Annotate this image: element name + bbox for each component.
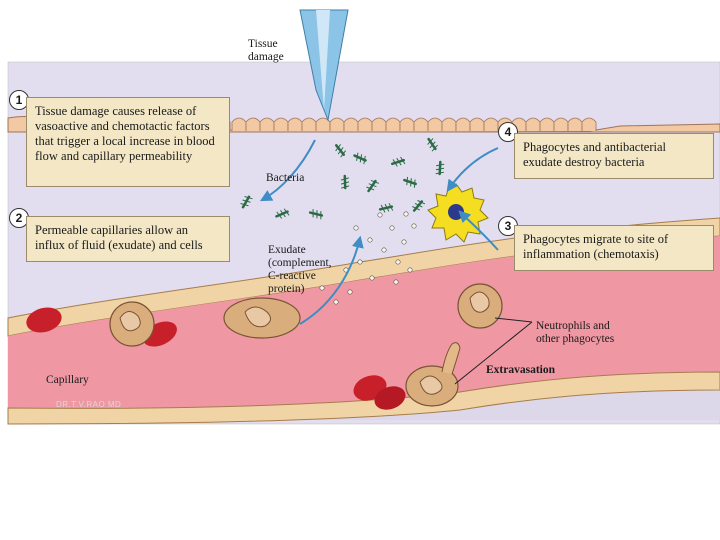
villus (287, 117, 303, 131)
epithelium-villi (231, 117, 597, 131)
phagocyte-cell (109, 301, 155, 347)
villus (455, 117, 471, 131)
villus (427, 117, 443, 131)
red-blood-cell (374, 386, 406, 410)
exudate-dot (353, 225, 359, 231)
villus (441, 117, 457, 131)
exudate-dot (395, 259, 401, 265)
bacterium-icon (366, 179, 379, 193)
vessel-lumen (8, 236, 720, 409)
arrow-chemotaxis (458, 210, 499, 251)
exudate-dot (411, 223, 417, 229)
footer-page: 8 (659, 400, 664, 409)
bacterium-icon (412, 199, 426, 212)
phagocyte-cell (223, 297, 301, 339)
villus (245, 117, 261, 131)
villus (525, 117, 541, 131)
exudate-dot (377, 212, 383, 218)
villus (567, 117, 583, 131)
bacterium-icon (427, 137, 438, 152)
villus (483, 117, 499, 131)
step-box-3: Phagocytes migrate to site of inflammati… (514, 225, 714, 271)
bacteria-cluster (240, 137, 445, 220)
phagocyte-cell (405, 342, 461, 407)
exudate-dot (319, 285, 325, 291)
label-capillary: Capillary (46, 374, 89, 386)
needle-icon (299, 9, 349, 122)
villus (553, 117, 569, 131)
exudate-dot (393, 279, 399, 285)
bacterium-icon (275, 208, 290, 219)
bacterium-icon (403, 176, 417, 188)
exudate-dot (357, 259, 363, 265)
villus (413, 117, 429, 131)
label-neutrophils: Neutrophils and other phagocytes (536, 320, 615, 345)
exudate-dot (333, 299, 339, 305)
arrow-destroy (446, 147, 499, 192)
villus (273, 117, 289, 131)
pointer-line (494, 317, 533, 323)
bacterium-icon (334, 144, 347, 158)
villus (329, 117, 345, 131)
step-number-4: 4 (498, 122, 518, 142)
pointer-line (454, 321, 533, 385)
bacterium-icon (353, 152, 367, 165)
tissue-phagocyte (457, 283, 503, 329)
label-bacteria: Bacteria (266, 172, 305, 184)
bacterium-icon (308, 209, 324, 220)
bacterium-icon (435, 160, 445, 176)
exudate-particles (319, 211, 417, 305)
vessel-wall-lower (7, 371, 720, 425)
villus (343, 117, 359, 131)
footer-author: DR.T.V.RAO MD (56, 400, 122, 409)
villus (259, 117, 275, 131)
arrow-bacteria (259, 139, 316, 202)
villus (539, 117, 555, 131)
bacterium-icon (391, 156, 406, 167)
exudate-dot (403, 211, 409, 217)
villus (581, 117, 597, 131)
arrow-exudate (299, 235, 364, 325)
villus (399, 117, 415, 131)
bacterium-icon (240, 195, 253, 209)
exudate-dot (369, 275, 375, 281)
exudate-dot (347, 289, 353, 295)
exudate-dot (381, 247, 387, 253)
bacterium-icon (340, 174, 350, 190)
step-box-4: Phagocytes and antibacterial exudate des… (514, 133, 714, 179)
villus (357, 117, 373, 131)
label-tissue-damage: Tissue damage (248, 38, 284, 63)
label-extravasation: Extravasation (486, 364, 555, 376)
villus (371, 117, 387, 131)
macrophage-cell (427, 183, 489, 243)
villus (301, 117, 317, 131)
exudate-dot (407, 267, 413, 273)
red-blood-cell (26, 307, 62, 333)
exudate-dot (401, 239, 407, 245)
exudate-dot (389, 225, 395, 231)
step-box-1: Tissue damage causes release of vasoacti… (26, 97, 230, 187)
bacterium-icon (378, 202, 394, 213)
villus (385, 117, 401, 131)
villus (469, 117, 485, 131)
villus (231, 117, 247, 131)
label-exudate: Exudate (complement, C-reactive protein) (268, 244, 332, 295)
exudate-dot (367, 237, 373, 243)
step-box-2: Permeable capillaries allow an influx of… (26, 216, 230, 262)
